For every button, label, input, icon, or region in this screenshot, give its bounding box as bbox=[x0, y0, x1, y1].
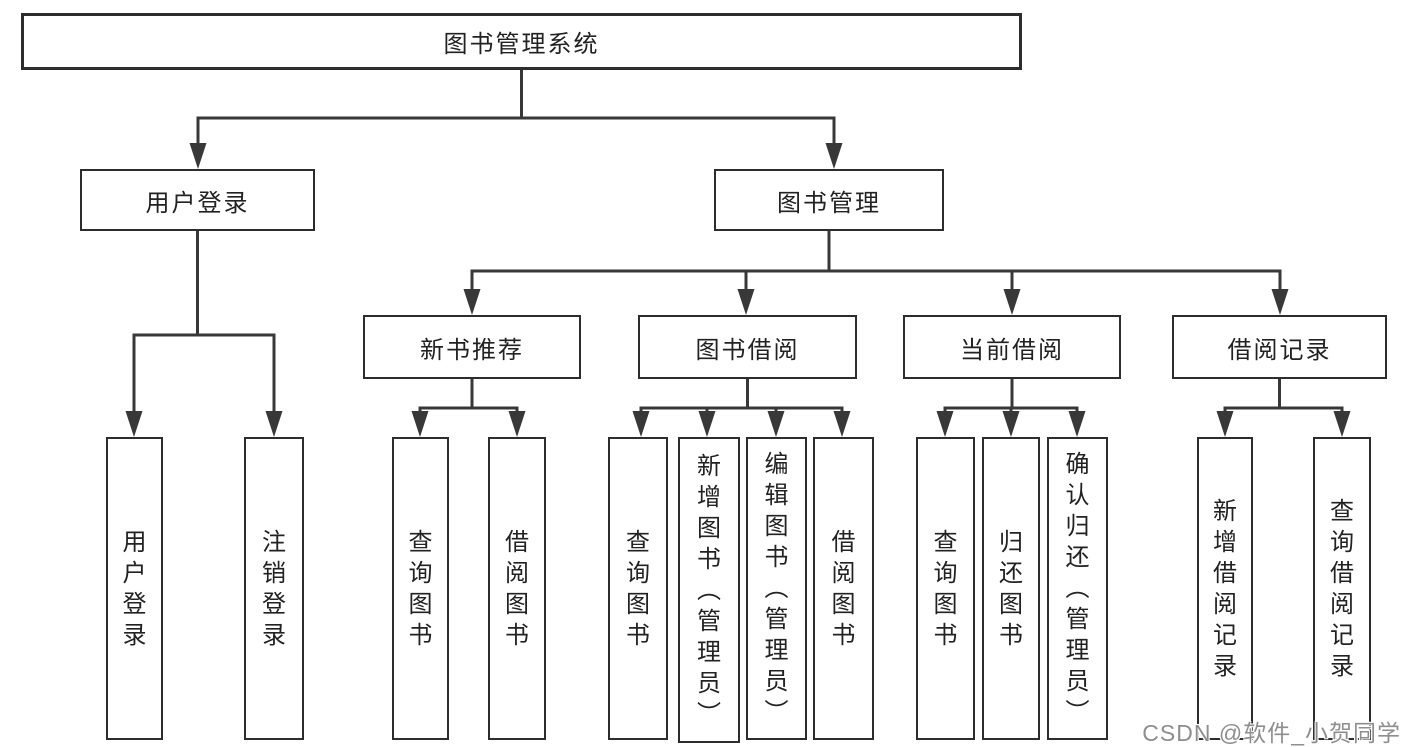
csdn-watermark: CSDN @软件_小贺同学 bbox=[1142, 720, 1401, 746]
node-current-borrow: 当前借阅 bbox=[903, 315, 1121, 379]
leaf-add-book-admin: 新增图书︵管理员︶ bbox=[678, 437, 740, 743]
leaf-borrow-books-2: 借阅图书 bbox=[813, 437, 874, 740]
arrowheads bbox=[125, 143, 1351, 437]
leaf-add-borrow-record: 新增借阅记录 bbox=[1197, 437, 1253, 740]
leaf-query-borrow-record: 查询借阅记录 bbox=[1313, 437, 1371, 740]
node-label: 图书管理系统 bbox=[443, 31, 600, 58]
connector-borrow-records-children bbox=[1223, 379, 1344, 414]
leaf-user-login: 用户登录 bbox=[106, 437, 163, 740]
leaf-query-books-current: 查询图书 bbox=[916, 437, 975, 740]
connector-book-management-children bbox=[470, 231, 1282, 292]
node-user-login: 用户登录 bbox=[80, 169, 315, 231]
leaf-query-books-recommend: 查询图书 bbox=[392, 437, 449, 740]
connector-book-borrow-children bbox=[639, 379, 844, 414]
node-label: 当前借阅 bbox=[960, 336, 1064, 364]
node-book-management: 图书管理 bbox=[714, 169, 944, 231]
leaf-logout: 注销登录 bbox=[244, 437, 304, 740]
node-label: 借阅记录 bbox=[1227, 336, 1332, 364]
connector-root-to-level2 bbox=[196, 70, 836, 147]
node-label: 用户登录 bbox=[145, 189, 250, 217]
node-book-borrow: 图书借阅 bbox=[638, 315, 857, 379]
node-borrow-records: 借阅记录 bbox=[1172, 315, 1387, 379]
node-new-book-recommend: 新书推荐 bbox=[363, 315, 581, 379]
leaf-confirm-return-admin: 确认归还︵管理员︶ bbox=[1047, 437, 1108, 740]
leaf-query-books-borrow: 查询图书 bbox=[608, 437, 668, 740]
connector-new-book-children bbox=[418, 379, 519, 414]
node-library-management-system: 图书管理系统 bbox=[21, 13, 1022, 70]
node-label: 图书借阅 bbox=[695, 336, 800, 364]
connector-user-login-children bbox=[132, 231, 276, 413]
leaf-borrow-books-recommend: 借阅图书 bbox=[488, 437, 546, 740]
leaf-return-book: 归还图书 bbox=[982, 437, 1040, 740]
leaf-edit-book-admin: 编辑图书︵管理员︶ bbox=[746, 437, 807, 740]
node-label: 图书管理 bbox=[777, 189, 881, 217]
node-label: 新书推荐 bbox=[420, 336, 524, 364]
connector-current-borrow-children bbox=[943, 379, 1079, 414]
